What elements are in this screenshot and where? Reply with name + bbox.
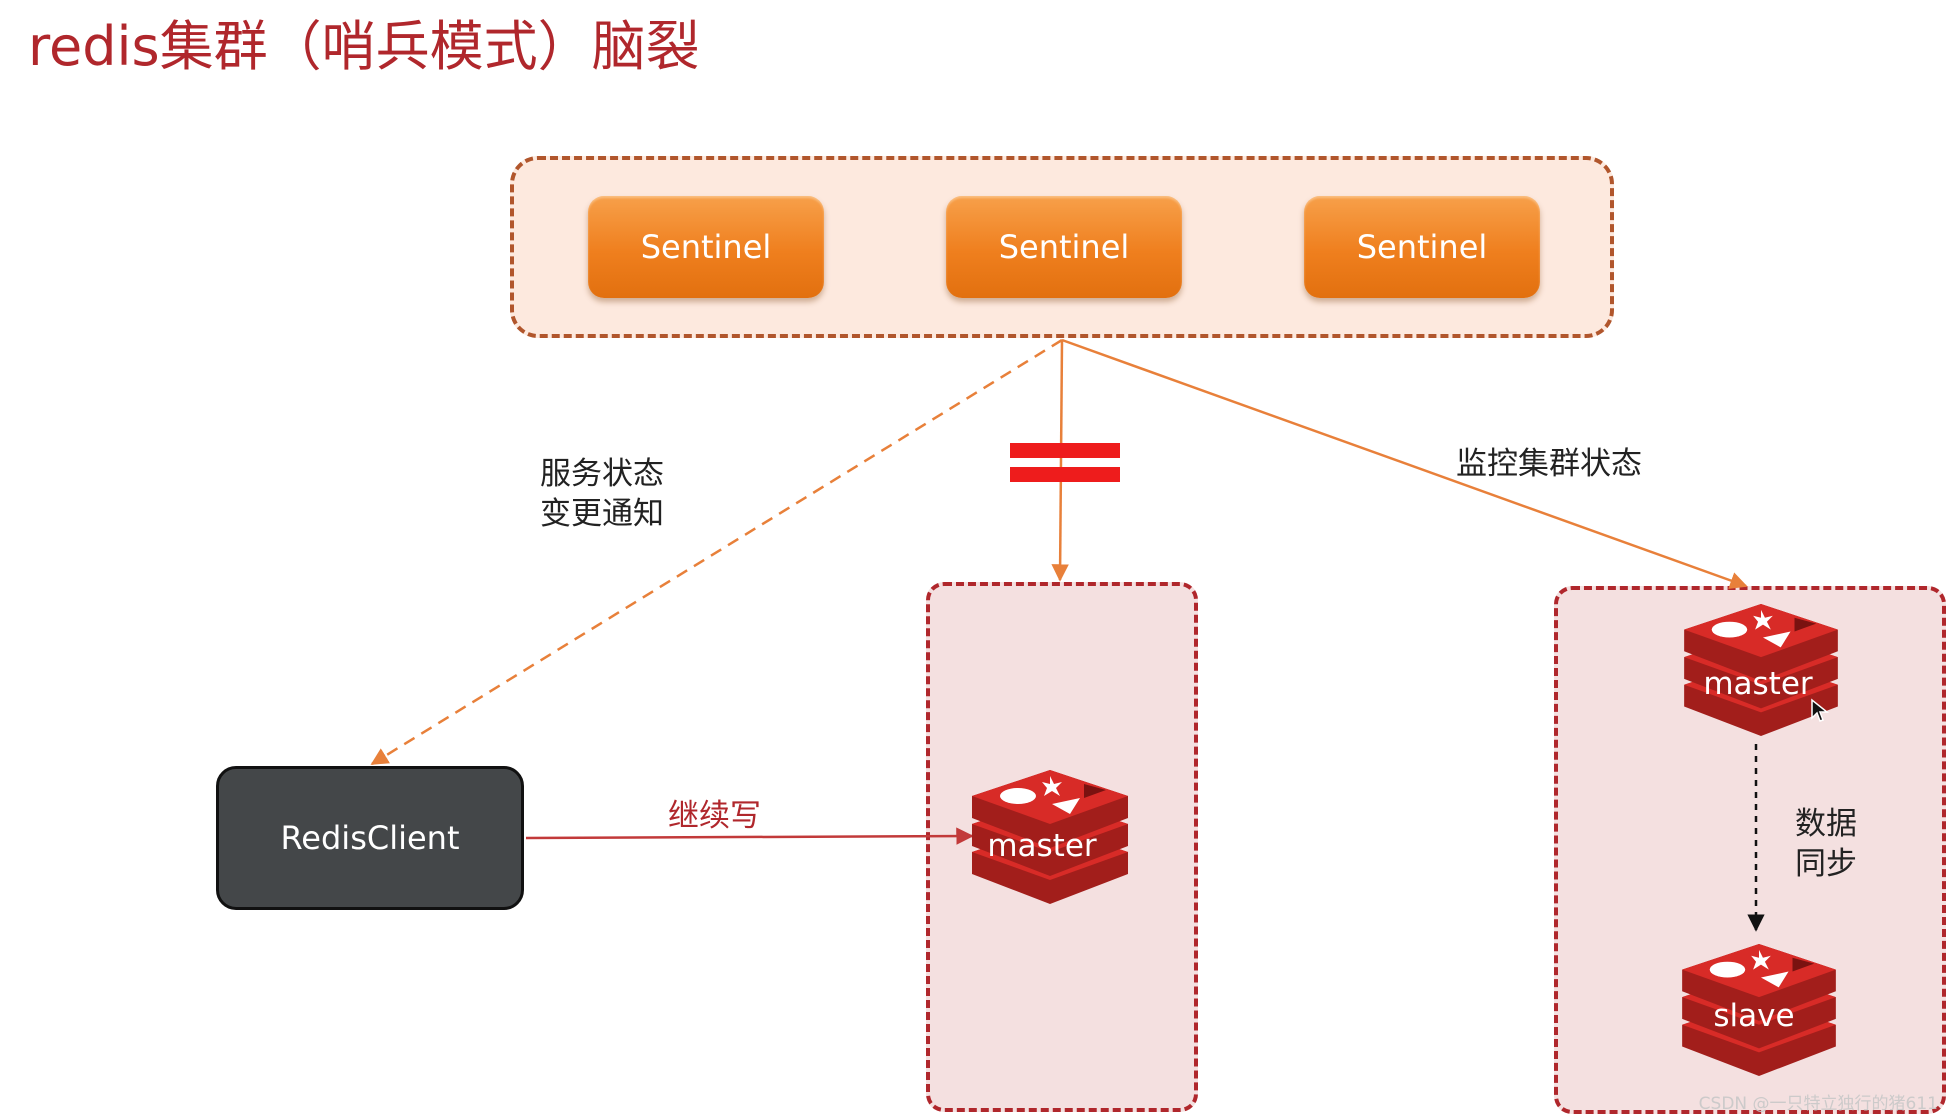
redis-icon-slave	[1682, 943, 1836, 1076]
redis-icon-new-master	[1684, 603, 1838, 736]
sentinel-to-old-master-arrow	[1051, 339, 1069, 582]
redis-icon-old-master	[972, 770, 1128, 904]
mouse-cursor-icon	[1811, 698, 1830, 722]
sync-label-line1: 数据	[1795, 806, 1857, 842]
watermark: CSDN @一只特立独行的猪611	[1698, 1094, 1938, 1114]
monitor-label: 监控集群状态	[1456, 446, 1642, 482]
old-master-label: master	[987, 828, 1097, 864]
sentinel-node-2[interactable]: Sentinel	[946, 196, 1182, 298]
redis-client-box[interactable]: RedisClient	[216, 766, 524, 910]
sentinel-node-3[interactable]: Sentinel	[1304, 196, 1540, 298]
notify-label-line1: 服务状态	[540, 456, 664, 492]
write-arrow	[525, 827, 974, 845]
slave-label: slave	[1713, 998, 1795, 1034]
new-master-label: master	[1703, 666, 1813, 702]
page-title: redis集群（哨兵模式）脑裂	[28, 15, 700, 78]
continue-write-label: 继续写	[668, 798, 761, 834]
notify-arrow	[370, 338, 1063, 766]
sync-label-line2: 同步	[1795, 846, 1857, 882]
sentinel-node-1[interactable]: Sentinel	[588, 196, 824, 298]
notify-label-line2: 变更通知	[540, 496, 664, 532]
disconnect-icon	[1010, 443, 1120, 482]
monitor-arrow	[1061, 338, 1748, 589]
